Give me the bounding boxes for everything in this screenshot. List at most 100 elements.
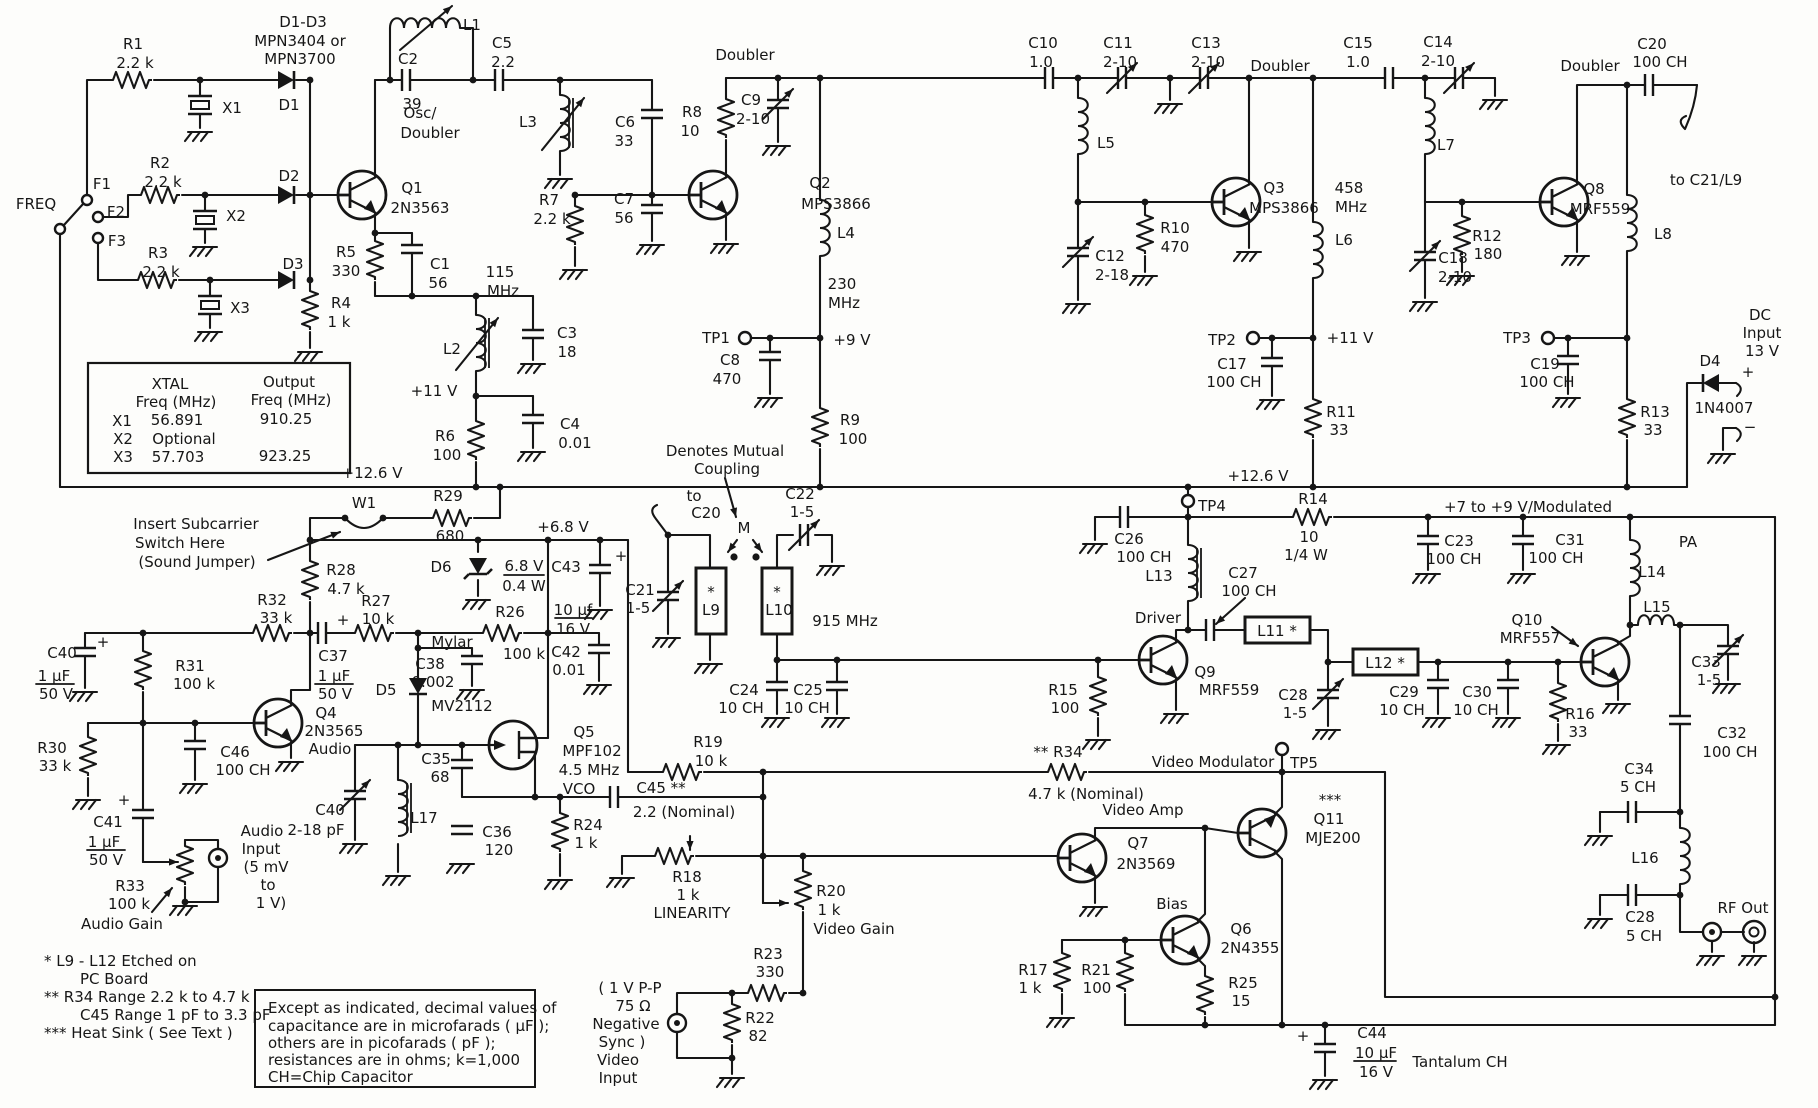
label-q9: Q9 — [1194, 663, 1215, 681]
junction-dot — [306, 536, 314, 544]
label-vm: Video Modulator — [1152, 753, 1275, 771]
junction-dot — [728, 1054, 736, 1062]
wire — [813, 533, 834, 564]
resistor-R6 — [466, 418, 486, 460]
testpoint-tp5 — [1274, 741, 1290, 757]
label-r22v: 82 — [748, 1027, 767, 1045]
label-q5a: MPF102 — [562, 742, 621, 760]
junction-dot — [799, 852, 807, 860]
wire — [1203, 826, 1240, 835]
label-drv: Driver — [1135, 609, 1182, 627]
wire — [1153, 102, 1184, 115]
label-c37a: 1 µF — [318, 667, 350, 685]
junction-dot — [379, 514, 387, 522]
wire — [605, 876, 636, 889]
resistor-R30 — [78, 734, 98, 776]
junction-dot — [472, 483, 480, 491]
junction-dot — [196, 76, 204, 84]
capacitor-C11 — [1116, 67, 1128, 89]
inductor-L4 — [819, 198, 831, 258]
capacitor-C13 — [1198, 67, 1210, 89]
label-l2: L2 — [443, 340, 461, 358]
label-c15v: 1.0 — [1346, 53, 1370, 71]
label-c40a1: 1 µF — [38, 667, 70, 685]
diode-D3 — [278, 271, 296, 289]
label-r7v: 2.2 k — [533, 210, 571, 228]
label-c6: C6 — [615, 113, 635, 131]
label-r20v: 1 k — [818, 901, 841, 919]
label-r21: R21 — [1081, 961, 1111, 979]
resistor-R31 — [133, 648, 153, 690]
junction-dot — [1623, 483, 1631, 491]
wire — [338, 842, 369, 855]
resistor-R11 — [1303, 396, 1323, 438]
label-l13: L13 — [1145, 567, 1172, 585]
label-c3v: 18 — [557, 343, 576, 361]
label-c31v: 100 CH — [1528, 549, 1583, 567]
label-c30: C30 — [1462, 683, 1492, 701]
wire — [178, 782, 209, 795]
label-c14: C14 — [1423, 33, 1453, 51]
transistor-Q7 — [1056, 832, 1108, 884]
label-l16: L16 — [1631, 849, 1658, 867]
capacitor-C45 — [608, 786, 620, 808]
label-r30: R30 — [37, 739, 67, 757]
junction-dot — [496, 483, 504, 491]
label-r6: R6 — [435, 427, 455, 445]
junction-dot — [1504, 658, 1512, 666]
wire — [266, 530, 342, 562]
resistor-R23 — [745, 983, 787, 1003]
inductor-L13 — [1187, 543, 1202, 603]
label-c10: C10 — [1028, 34, 1058, 52]
inductor-L7 — [1424, 96, 1436, 156]
wire — [1491, 716, 1522, 729]
wire — [1128, 274, 1159, 287]
label-d4: D4 — [1699, 352, 1720, 370]
capacitor-C14 — [1453, 67, 1465, 89]
arrowhead — [730, 507, 738, 517]
label-pa: PA — [1679, 533, 1698, 551]
wire — [543, 177, 574, 190]
rf-out-connector — [1741, 919, 1767, 945]
label-nb3: others are in picofarads ( pF ); — [268, 1034, 496, 1052]
junction-dot — [341, 514, 349, 522]
label-c2: C2 — [398, 50, 418, 68]
capacitor-C44 — [1314, 1042, 1336, 1054]
resistor-R2 — [138, 185, 180, 205]
resistor-R32 — [250, 623, 292, 643]
arrowhead — [489, 318, 498, 328]
wire — [1445, 274, 1476, 287]
resistor-R33 — [175, 843, 195, 885]
capacitor-C9 — [767, 98, 789, 110]
testpoint-tp2 — [1245, 330, 1261, 346]
label-dbl4: Doubler — [1560, 57, 1620, 75]
label-q1: Q1 — [401, 179, 422, 197]
label-r8v: 10 — [680, 122, 699, 140]
junction-dot — [181, 898, 189, 906]
capacitor-C12 — [1067, 246, 1089, 258]
label-r15v: 100 — [1051, 699, 1080, 717]
label-c35: C35 — [421, 750, 451, 768]
capacitor-C37 — [316, 622, 328, 644]
resistor-R26 — [480, 623, 522, 643]
label-r12: R12 — [1472, 227, 1502, 245]
wire — [183, 838, 220, 851]
label-c45v: 2.2 (Nominal) — [633, 803, 735, 821]
capacitor-C26 — [1118, 506, 1130, 528]
label-r14v: 10 — [1299, 528, 1318, 546]
arrowhead — [442, 6, 452, 15]
junction-dot — [531, 793, 539, 801]
capacitor-C2 — [400, 69, 412, 91]
label-r17: R17 — [1018, 961, 1048, 979]
label-c1v: 56 — [428, 274, 447, 292]
label-r14: R14 — [1298, 490, 1328, 508]
junction-dot — [1421, 74, 1429, 82]
junction-dot — [1626, 513, 1634, 521]
label-c34v: 5 CH — [1620, 778, 1656, 796]
freq-switch-f1 — [80, 193, 94, 207]
label-tant: Tantalum CH — [1411, 1053, 1507, 1071]
junction-dot — [414, 644, 422, 652]
label-p126b: +12.6 V — [1228, 467, 1290, 485]
capacitor-C24 — [766, 680, 788, 692]
arrowhead — [1210, 63, 1219, 72]
